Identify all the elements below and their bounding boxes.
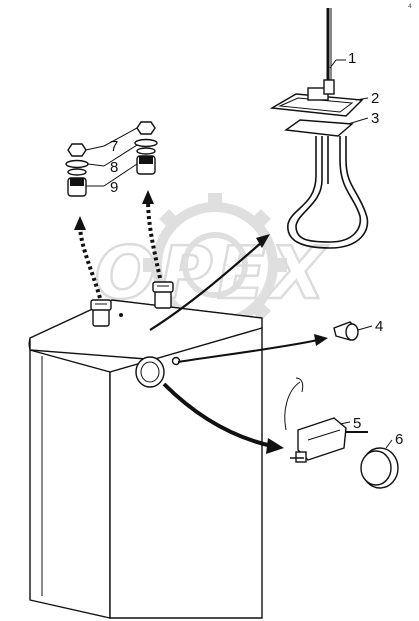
element-arrow [149,234,270,331]
callout-8: 8 [110,159,118,176]
callout-9: 9 [110,179,118,196]
corner-stamp: 4 [408,3,412,10]
callout-3: 3 [371,110,379,127]
callout-2: 2 [371,90,379,107]
callout-4: 4 [375,318,383,335]
thermostat [284,377,368,463]
fitting-arrows [74,190,162,299]
left-fitting-assembly [65,143,89,197]
thermostat-arrow [162,382,284,454]
leader-lines [85,59,393,449]
callout-1: 1 [348,50,356,67]
water-heater-tank [28,299,263,619]
thermostat-knob [360,447,399,489]
indicator-lamp [177,321,359,363]
inlet-fitting [90,299,112,327]
callout-5: 5 [353,415,361,432]
outlet-fitting [152,281,174,309]
callout-7: 7 [110,138,118,155]
callout-6: 6 [395,431,403,448]
heating-element-assembly [269,8,369,249]
right-fitting-assembly [134,121,158,175]
